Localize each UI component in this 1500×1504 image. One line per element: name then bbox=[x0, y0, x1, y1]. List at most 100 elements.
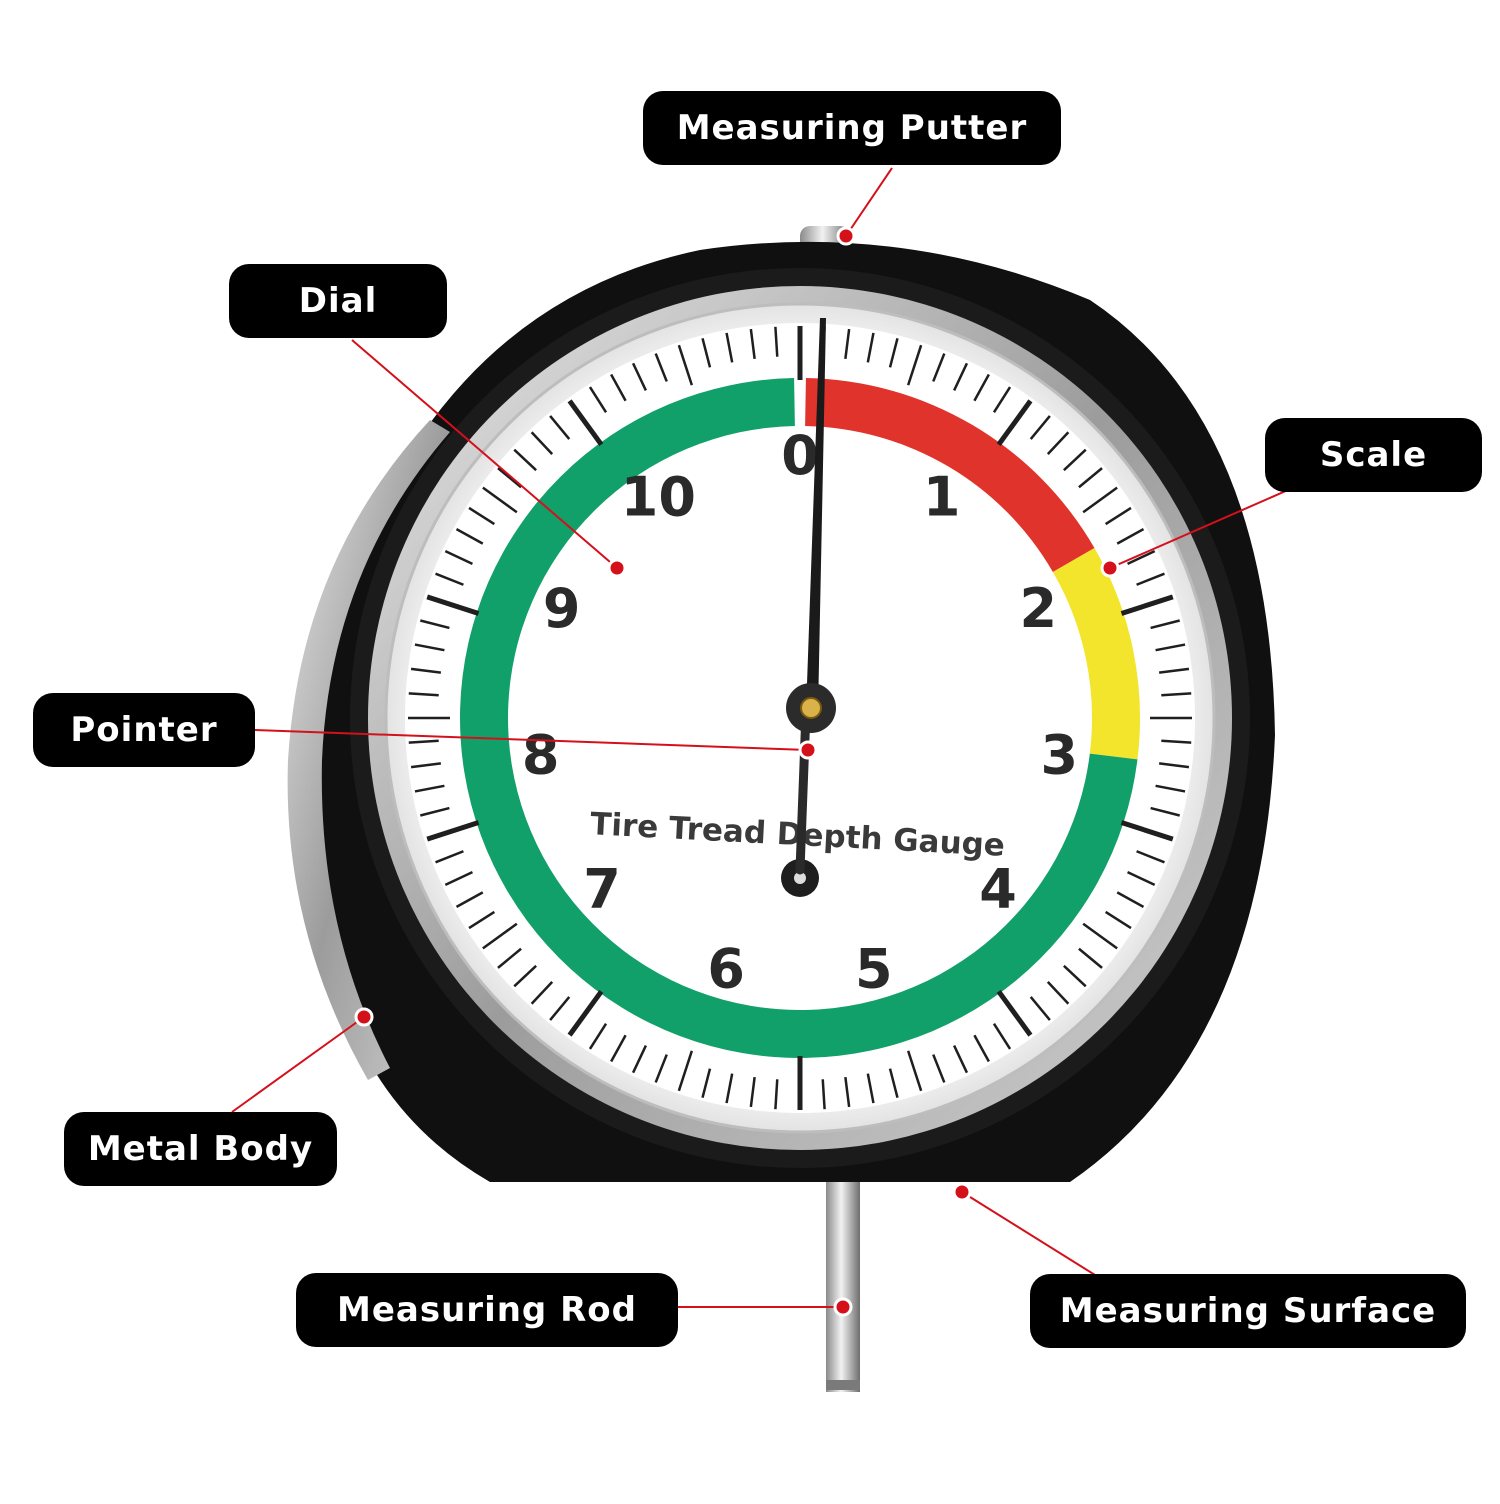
minor-tick bbox=[1136, 850, 1165, 864]
minor-tick bbox=[408, 739, 439, 744]
scale-number-8: 8 bbox=[522, 723, 560, 786]
minor-tick bbox=[631, 362, 647, 391]
minor-tick bbox=[455, 528, 484, 545]
scale-number-0: 0 bbox=[781, 424, 819, 487]
major-tick bbox=[567, 989, 604, 1037]
minor-tick bbox=[549, 415, 571, 440]
minor-tick bbox=[654, 1054, 668, 1083]
pointer-tail bbox=[795, 707, 811, 875]
leader-dot-metal-body bbox=[354, 1007, 374, 1027]
measuring-rod bbox=[826, 1180, 860, 1392]
minor-tick bbox=[1029, 415, 1051, 440]
minor-tick bbox=[610, 1034, 627, 1063]
minor-tick bbox=[821, 1079, 826, 1110]
leader-dot-measuring-surface bbox=[952, 1182, 972, 1202]
major-tick bbox=[567, 399, 604, 447]
minor-tick bbox=[1150, 619, 1180, 630]
minor-tick bbox=[973, 1034, 990, 1063]
minor-tick bbox=[410, 762, 442, 769]
minor-tick bbox=[992, 1022, 1012, 1050]
callout-dial: Dial bbox=[229, 264, 447, 338]
minor-tick bbox=[408, 692, 439, 697]
minor-tick bbox=[701, 1068, 712, 1098]
minor-tick bbox=[631, 1045, 647, 1074]
major-tick bbox=[1120, 594, 1174, 616]
minor-tick bbox=[482, 486, 518, 514]
minor-tick bbox=[1046, 981, 1070, 1005]
scale-ticks bbox=[408, 326, 1192, 1110]
minor-tick bbox=[497, 947, 522, 969]
minor-tick bbox=[701, 338, 712, 368]
minor-tick bbox=[973, 373, 990, 402]
minor-tick bbox=[610, 373, 627, 402]
leader-dial bbox=[351, 339, 618, 569]
minor-tick bbox=[444, 871, 473, 887]
minor-tick bbox=[1116, 528, 1145, 545]
pointer-needle bbox=[806, 318, 826, 712]
leader-pointer bbox=[254, 729, 809, 751]
scale-number-9: 9 bbox=[543, 577, 581, 640]
callout-measuring-surface: Measuring Surface bbox=[1030, 1274, 1466, 1348]
minor-tick bbox=[1082, 922, 1118, 950]
minor-tick bbox=[677, 344, 694, 386]
pointer-hub-cap bbox=[800, 697, 822, 719]
minor-tick bbox=[1161, 739, 1192, 744]
measuring-rod-tip bbox=[826, 1380, 860, 1390]
minor-tick bbox=[1063, 964, 1087, 988]
minor-tick bbox=[906, 1050, 923, 1092]
leader-metal-body bbox=[231, 1016, 365, 1113]
minor-tick bbox=[588, 1022, 608, 1050]
minor-tick bbox=[725, 332, 734, 363]
minor-tick bbox=[468, 506, 496, 526]
minor-tick bbox=[410, 667, 442, 674]
minor-tick bbox=[513, 448, 537, 472]
scale-number-3: 3 bbox=[1041, 723, 1079, 786]
minor-tick bbox=[1104, 506, 1132, 526]
minor-tick bbox=[420, 619, 450, 630]
minor-tick bbox=[588, 386, 608, 414]
minor-tick bbox=[444, 549, 473, 565]
minor-tick bbox=[513, 964, 537, 988]
leader-dot-measuring-putter bbox=[836, 226, 856, 246]
scale-zone-yellow bbox=[1052, 548, 1140, 760]
minor-tick bbox=[1029, 996, 1051, 1021]
minor-tick bbox=[1158, 667, 1190, 674]
callout-measuring-rod: Measuring Rod bbox=[296, 1273, 678, 1347]
minor-tick bbox=[953, 1045, 969, 1074]
major-tick bbox=[426, 820, 480, 842]
minor-tick bbox=[1127, 871, 1156, 887]
minor-tick bbox=[1046, 431, 1070, 455]
leader-measuring-surface bbox=[961, 1191, 1096, 1276]
minor-tick bbox=[420, 806, 450, 817]
scale-number-1: 1 bbox=[923, 466, 961, 529]
minor-tick bbox=[654, 353, 668, 382]
minor-tick bbox=[774, 326, 779, 357]
minor-tick bbox=[1063, 448, 1087, 472]
minor-tick bbox=[906, 344, 923, 386]
minor-tick bbox=[435, 572, 464, 586]
minor-tick bbox=[1158, 762, 1190, 769]
minor-tick bbox=[725, 1073, 734, 1104]
scale-zone-red bbox=[805, 378, 1095, 572]
minor-tick bbox=[953, 362, 969, 391]
minor-tick bbox=[414, 643, 445, 652]
minor-tick bbox=[677, 1050, 694, 1092]
minor-tick bbox=[866, 332, 875, 363]
minor-tick bbox=[774, 1079, 779, 1110]
scale-number-2: 2 bbox=[1020, 577, 1058, 640]
scale-zones bbox=[459, 378, 1140, 1059]
minor-tick bbox=[932, 353, 946, 382]
minor-tick bbox=[1155, 784, 1186, 793]
minor-tick bbox=[435, 850, 464, 864]
major-tick bbox=[996, 989, 1033, 1037]
minor-tick bbox=[1104, 910, 1132, 930]
leader-measuring-putter bbox=[845, 167, 893, 237]
minor-tick bbox=[888, 1068, 899, 1098]
minor-tick bbox=[992, 386, 1012, 414]
minor-tick bbox=[1078, 467, 1103, 489]
major-tick bbox=[1120, 820, 1174, 842]
metal-body-edge bbox=[287, 420, 450, 1080]
